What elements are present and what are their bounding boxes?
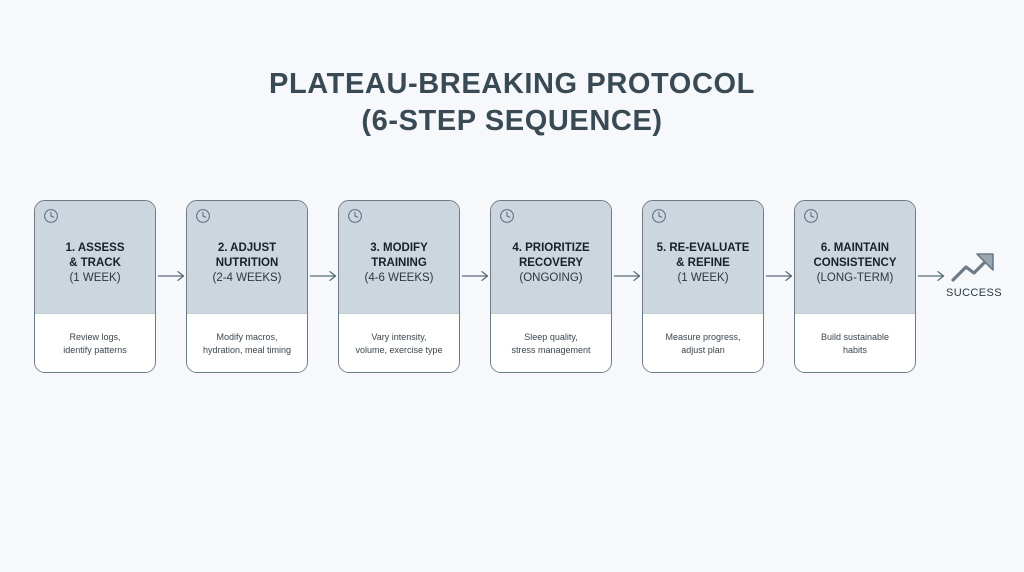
step-description-6: Build sustainable habits <box>821 331 889 356</box>
arrow-right-icon-2 <box>310 271 337 281</box>
step-card-footer-6: Build sustainable habits <box>795 313 915 372</box>
step-description-5-line-1: Measure progress, <box>665 332 741 342</box>
step-duration-3: (4-6 WEEKS) <box>364 272 434 284</box>
step-title-5: 5. RE-EVALUATE & REFINE <box>643 241 763 270</box>
step-title-2-line-1: 2. ADJUST <box>217 242 277 254</box>
step-description-6-line-1: Build sustainable <box>820 332 890 342</box>
step-card-footer-1: Review logs, identify patterns <box>35 313 155 372</box>
step-title-2-line-2: NUTRITION <box>215 256 279 269</box>
step-description-1-line-2: identify patterns <box>63 344 127 355</box>
step-duration-5: (1 WEEK) <box>677 272 729 284</box>
step-card-4[interactable]: 4. PRIORITIZE RECOVERY (ONGOING) Sleep q… <box>490 200 612 373</box>
step-description-3-line-2: volume, exercise type <box>355 344 443 355</box>
clock-icon <box>348 209 362 223</box>
step-description-3: Vary intensity, volume, exercise type <box>355 331 442 356</box>
arrow-right-icon-5 <box>766 271 793 281</box>
step-card-header-5: 5. RE-EVALUATE & REFINE (1 WEEK) <box>643 201 763 313</box>
step-title-6: 6. MAINTAIN CONSISTENCY <box>795 241 915 270</box>
step-card-footer-2: Modify macros, hydration, meal timing <box>187 313 307 372</box>
step-card-header-6: 6. MAINTAIN CONSISTENCY (LONG-TERM) <box>795 201 915 313</box>
step-title-6-line-2: CONSISTENCY <box>813 256 897 269</box>
step-card-header-2: 2. ADJUST NUTRITION (2-4 WEEKS) <box>187 201 307 313</box>
step-description-3-line-1: Vary intensity, <box>371 332 427 342</box>
step-title-3-line-2: TRAINING <box>371 256 427 269</box>
step-description-6-line-2: habits <box>842 344 867 355</box>
step-card-header-4: 4. PRIORITIZE RECOVERY (ONGOING) <box>491 201 611 313</box>
step-title-4: 4. PRIORITIZE RECOVERY <box>491 241 611 270</box>
step-title-5-line-2: & REFINE <box>676 256 730 269</box>
page-title: PLATEAU-BREAKING PROTOCOL (6-STEP SEQUEN… <box>0 66 1024 140</box>
clock-icon <box>44 209 58 223</box>
step-card-3[interactable]: 3. MODIFY TRAINING (4-6 WEEKS) Vary inte… <box>338 200 460 373</box>
clock-icon <box>196 209 210 223</box>
step-duration-4: (ONGOING) <box>519 272 583 284</box>
step-card-header-3: 3. MODIFY TRAINING (4-6 WEEKS) <box>339 201 459 313</box>
step-title-4-line-2: RECOVERY <box>518 256 584 269</box>
step-description-5: Measure progress, adjust plan <box>665 331 740 356</box>
step-title-5-line-1: 5. RE-EVALUATE <box>656 242 750 254</box>
page-title-line-2: (6-STEP SEQUENCE) <box>361 105 663 137</box>
step-title-2: 2. ADJUST NUTRITION <box>187 241 307 270</box>
arrow-right-icon-1 <box>158 271 185 281</box>
step-card-1[interactable]: 1. ASSESS & TRACK (1 WEEK) Review logs, … <box>34 200 156 373</box>
step-description-2-line-2: hydration, meal timing <box>202 344 292 355</box>
step-description-2-line-1: Modify macros, <box>216 332 278 342</box>
step-description-4-line-2: stress management <box>511 344 591 355</box>
step-description-2: Modify macros, hydration, meal timing <box>203 331 291 356</box>
step-duration-2: (2-4 WEEKS) <box>212 272 282 284</box>
step-title-3: 3. MODIFY TRAINING <box>339 241 459 270</box>
page-title-line-1: PLATEAU-BREAKING PROTOCOL <box>269 68 755 100</box>
clock-icon <box>652 209 666 223</box>
step-card-header-1: 1. ASSESS & TRACK (1 WEEK) <box>35 201 155 313</box>
arrow-right-icon-4 <box>614 271 641 281</box>
step-title-6-line-1: 6. MAINTAIN <box>820 242 890 254</box>
step-card-5[interactable]: 5. RE-EVALUATE & REFINE (1 WEEK) Measure… <box>642 200 764 373</box>
step-title-4-line-1: 4. PRIORITIZE <box>512 242 590 254</box>
clock-icon <box>804 209 818 223</box>
step-card-footer-3: Vary intensity, volume, exercise type <box>339 313 459 372</box>
success-label: SUCCESS <box>946 287 1002 299</box>
step-description-1: Review logs, identify patterns <box>63 331 127 356</box>
clock-icon <box>500 209 514 223</box>
trending-up-arrow-icon <box>951 253 994 282</box>
step-card-2[interactable]: 2. ADJUST NUTRITION (2-4 WEEKS) Modify m… <box>186 200 308 373</box>
step-duration-6: (LONG-TERM) <box>816 272 894 284</box>
step-card-footer-4: Sleep quality, stress management <box>491 313 611 372</box>
step-title-1: 1. ASSESS & TRACK <box>35 241 155 270</box>
step-description-5-line-2: adjust plan <box>681 344 725 355</box>
step-title-1-line-2: & TRACK <box>69 256 121 269</box>
step-title-3-line-1: 3. MODIFY <box>370 242 428 254</box>
arrow-right-icon-3 <box>462 271 489 281</box>
step-description-1-line-1: Review logs, <box>69 332 121 342</box>
step-description-4: Sleep quality, stress management <box>511 331 590 356</box>
step-title-1-line-1: 1. ASSESS <box>65 242 125 254</box>
process-flow-row: 1. ASSESS & TRACK (1 WEEK) Review logs, … <box>34 200 990 378</box>
step-description-4-line-1: Sleep quality, <box>524 332 578 342</box>
success-endpoint: SUCCESS <box>926 251 1022 299</box>
step-duration-1: (1 WEEK) <box>69 272 121 284</box>
step-card-6[interactable]: 6. MAINTAIN CONSISTENCY (LONG-TERM) Buil… <box>794 200 916 373</box>
step-card-footer-5: Measure progress, adjust plan <box>643 313 763 372</box>
arrow-right-icon-6 <box>918 271 945 281</box>
